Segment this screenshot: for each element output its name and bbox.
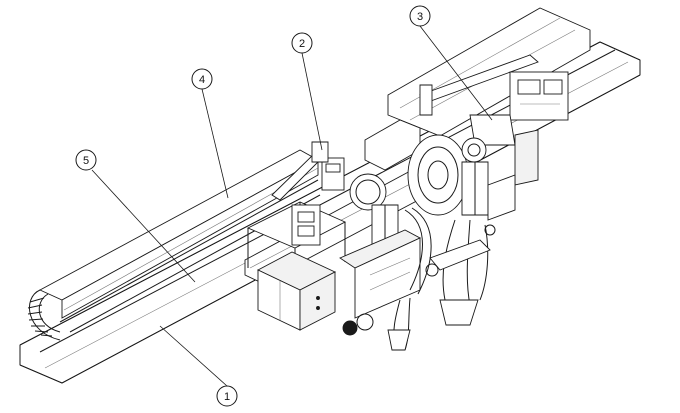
chain-links [27,297,53,337]
svg-text:4: 4 [199,74,205,86]
callout-5: 5 [75,149,97,171]
svg-text:5: 5 [83,155,89,167]
svg-text:2: 2 [299,38,305,50]
head-assembly-2 [246,141,432,351]
svg-text:1: 1 [224,391,230,403]
svg-text:3: 3 [417,11,423,23]
callout-4: 4 [191,68,213,90]
callout-2: 2 [291,32,313,54]
head-assembly-3 [407,54,569,326]
callout-leaders [91,25,493,387]
cable-chain [27,149,321,341]
callout-1: 1 [216,385,238,407]
callout-3: 3 [409,5,431,27]
